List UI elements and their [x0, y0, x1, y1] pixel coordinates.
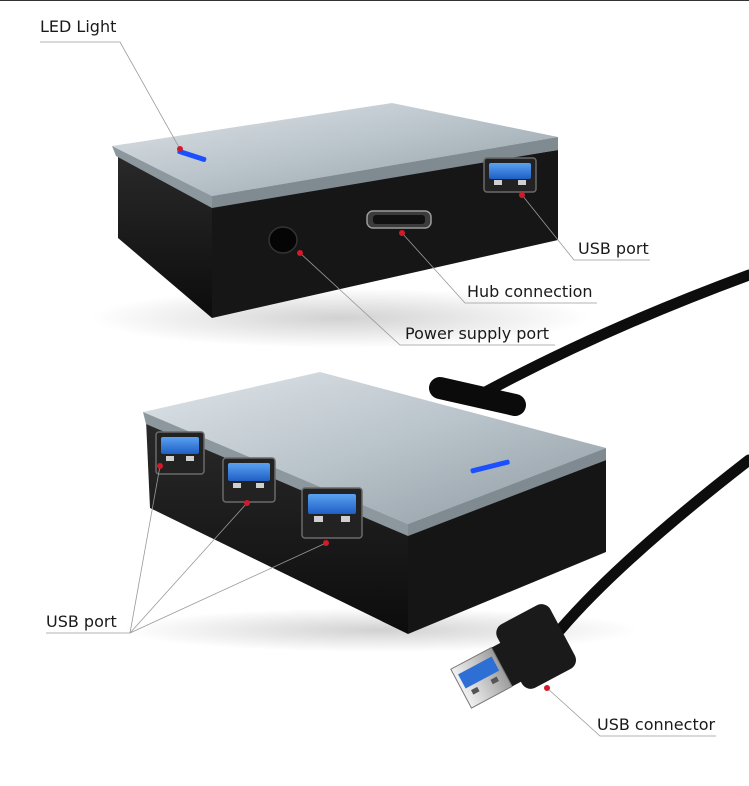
top-hub [90, 103, 590, 348]
marker-usb-bottom-2 [244, 500, 250, 506]
bottom-hub-body [146, 420, 408, 634]
callout-usb-port-bottom: USB port [46, 612, 117, 631]
marker-led [177, 146, 183, 152]
bottom-led-icon [470, 459, 510, 474]
marker-usb-bottom-1 [157, 463, 163, 469]
bottom-hub [120, 372, 640, 652]
callout-usb-port-top: USB port [578, 239, 649, 258]
bottom-usb-port-2-icon [222, 457, 276, 503]
marker-usb-top [519, 192, 525, 198]
power-port-icon [268, 226, 298, 254]
bottom-usb-port-3-icon [301, 487, 363, 539]
callout-hub-connection: Hub connection [467, 282, 593, 301]
marker-hub-connection [399, 230, 405, 236]
callout-usb-connector: USB connector [597, 715, 716, 734]
callout-led-light: LED Light [40, 17, 117, 36]
callout-power-supply-port: Power supply port [405, 324, 550, 343]
top-hub-lid [112, 103, 558, 196]
usb-cable [429, 269, 749, 636]
callout-leaders [40, 41, 716, 737]
callout-markers [157, 146, 550, 691]
bottom-usb-port-1-icon [155, 431, 205, 475]
bottom-hub-lid [143, 372, 606, 524]
marker-usb-connector [544, 685, 550, 691]
top-led-icon [177, 148, 207, 162]
marker-power-port [297, 250, 303, 256]
marker-usb-bottom-3 [323, 540, 329, 546]
usb-connector-plug [450, 604, 576, 709]
